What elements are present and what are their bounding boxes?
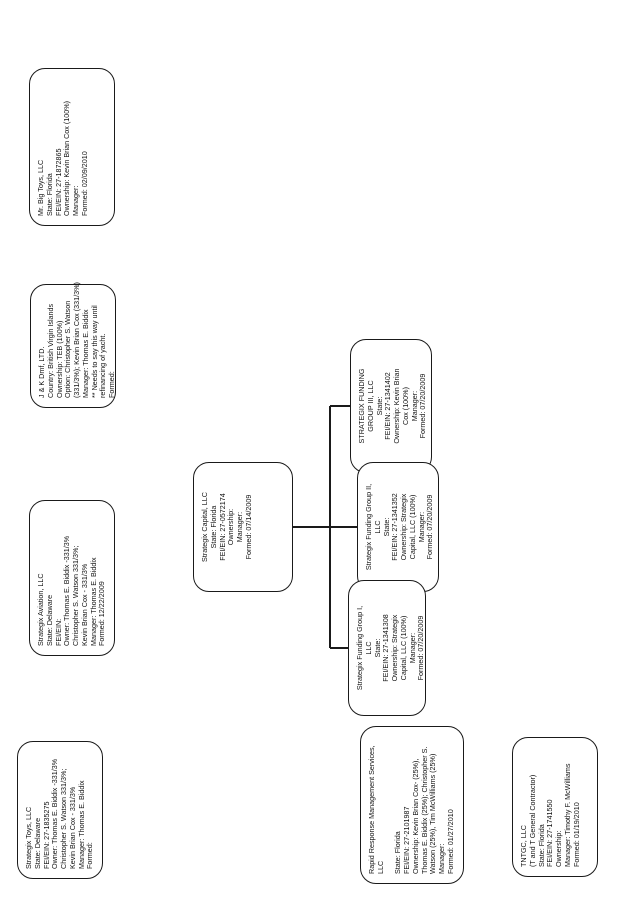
entity-line: Formed: 12/22/2009 xyxy=(97,581,107,646)
entity-line: Formed: 02/09/2010 xyxy=(79,151,89,216)
entity-line: Formed: 07/14/2009 xyxy=(243,494,253,560)
entity-line: Formed: xyxy=(85,842,95,869)
entity-line: Formed: 01/19/2010 xyxy=(571,802,581,867)
entity-box-jk-dmf: J & K Dmf, LTD.Country: British Virgin I… xyxy=(30,282,117,408)
entity-line: Rapid Response Management Services, xyxy=(367,745,376,874)
entity-box-rapid-response: Rapid Response Management Services,LLC S… xyxy=(360,726,464,884)
entity-line: Formed: 01/27/2010 xyxy=(446,809,456,874)
entity-line: Formed: xyxy=(107,371,117,398)
entity-line: LLC xyxy=(375,860,385,874)
entity-line: Formed: 07/20/2009 xyxy=(425,494,435,560)
entity-line: Formed: 07/20/2009 xyxy=(418,373,428,439)
entity-line: Formed: 07/20/2009 xyxy=(416,615,426,681)
entity-box-tntgc: TNTGC, LLC(T and T General Contractor)St… xyxy=(512,737,598,877)
